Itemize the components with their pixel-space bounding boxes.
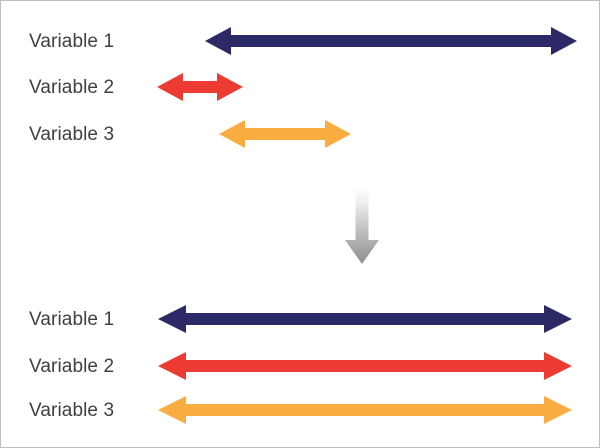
bottom-label-variable-3: Variable 3 xyxy=(29,400,115,421)
bottom-label-variable-2: Variable 2 xyxy=(29,356,115,377)
variable-3-scaled-arrow xyxy=(158,396,572,424)
variable-2-scaled-arrow xyxy=(158,352,572,380)
downward-transform-arrow xyxy=(345,186,379,264)
variable-3-range-arrow xyxy=(219,120,351,148)
bottom-label-variable-1: Variable 1 xyxy=(29,309,115,330)
top-label-variable-2: Variable 2 xyxy=(29,77,115,98)
variable-2-range-arrow xyxy=(157,73,243,101)
variable-1-scaled-arrow xyxy=(158,305,572,333)
top-label-variable-1: Variable 1 xyxy=(29,31,115,52)
top-label-variable-3: Variable 3 xyxy=(29,124,115,145)
variable-1-range-arrow xyxy=(205,27,577,55)
